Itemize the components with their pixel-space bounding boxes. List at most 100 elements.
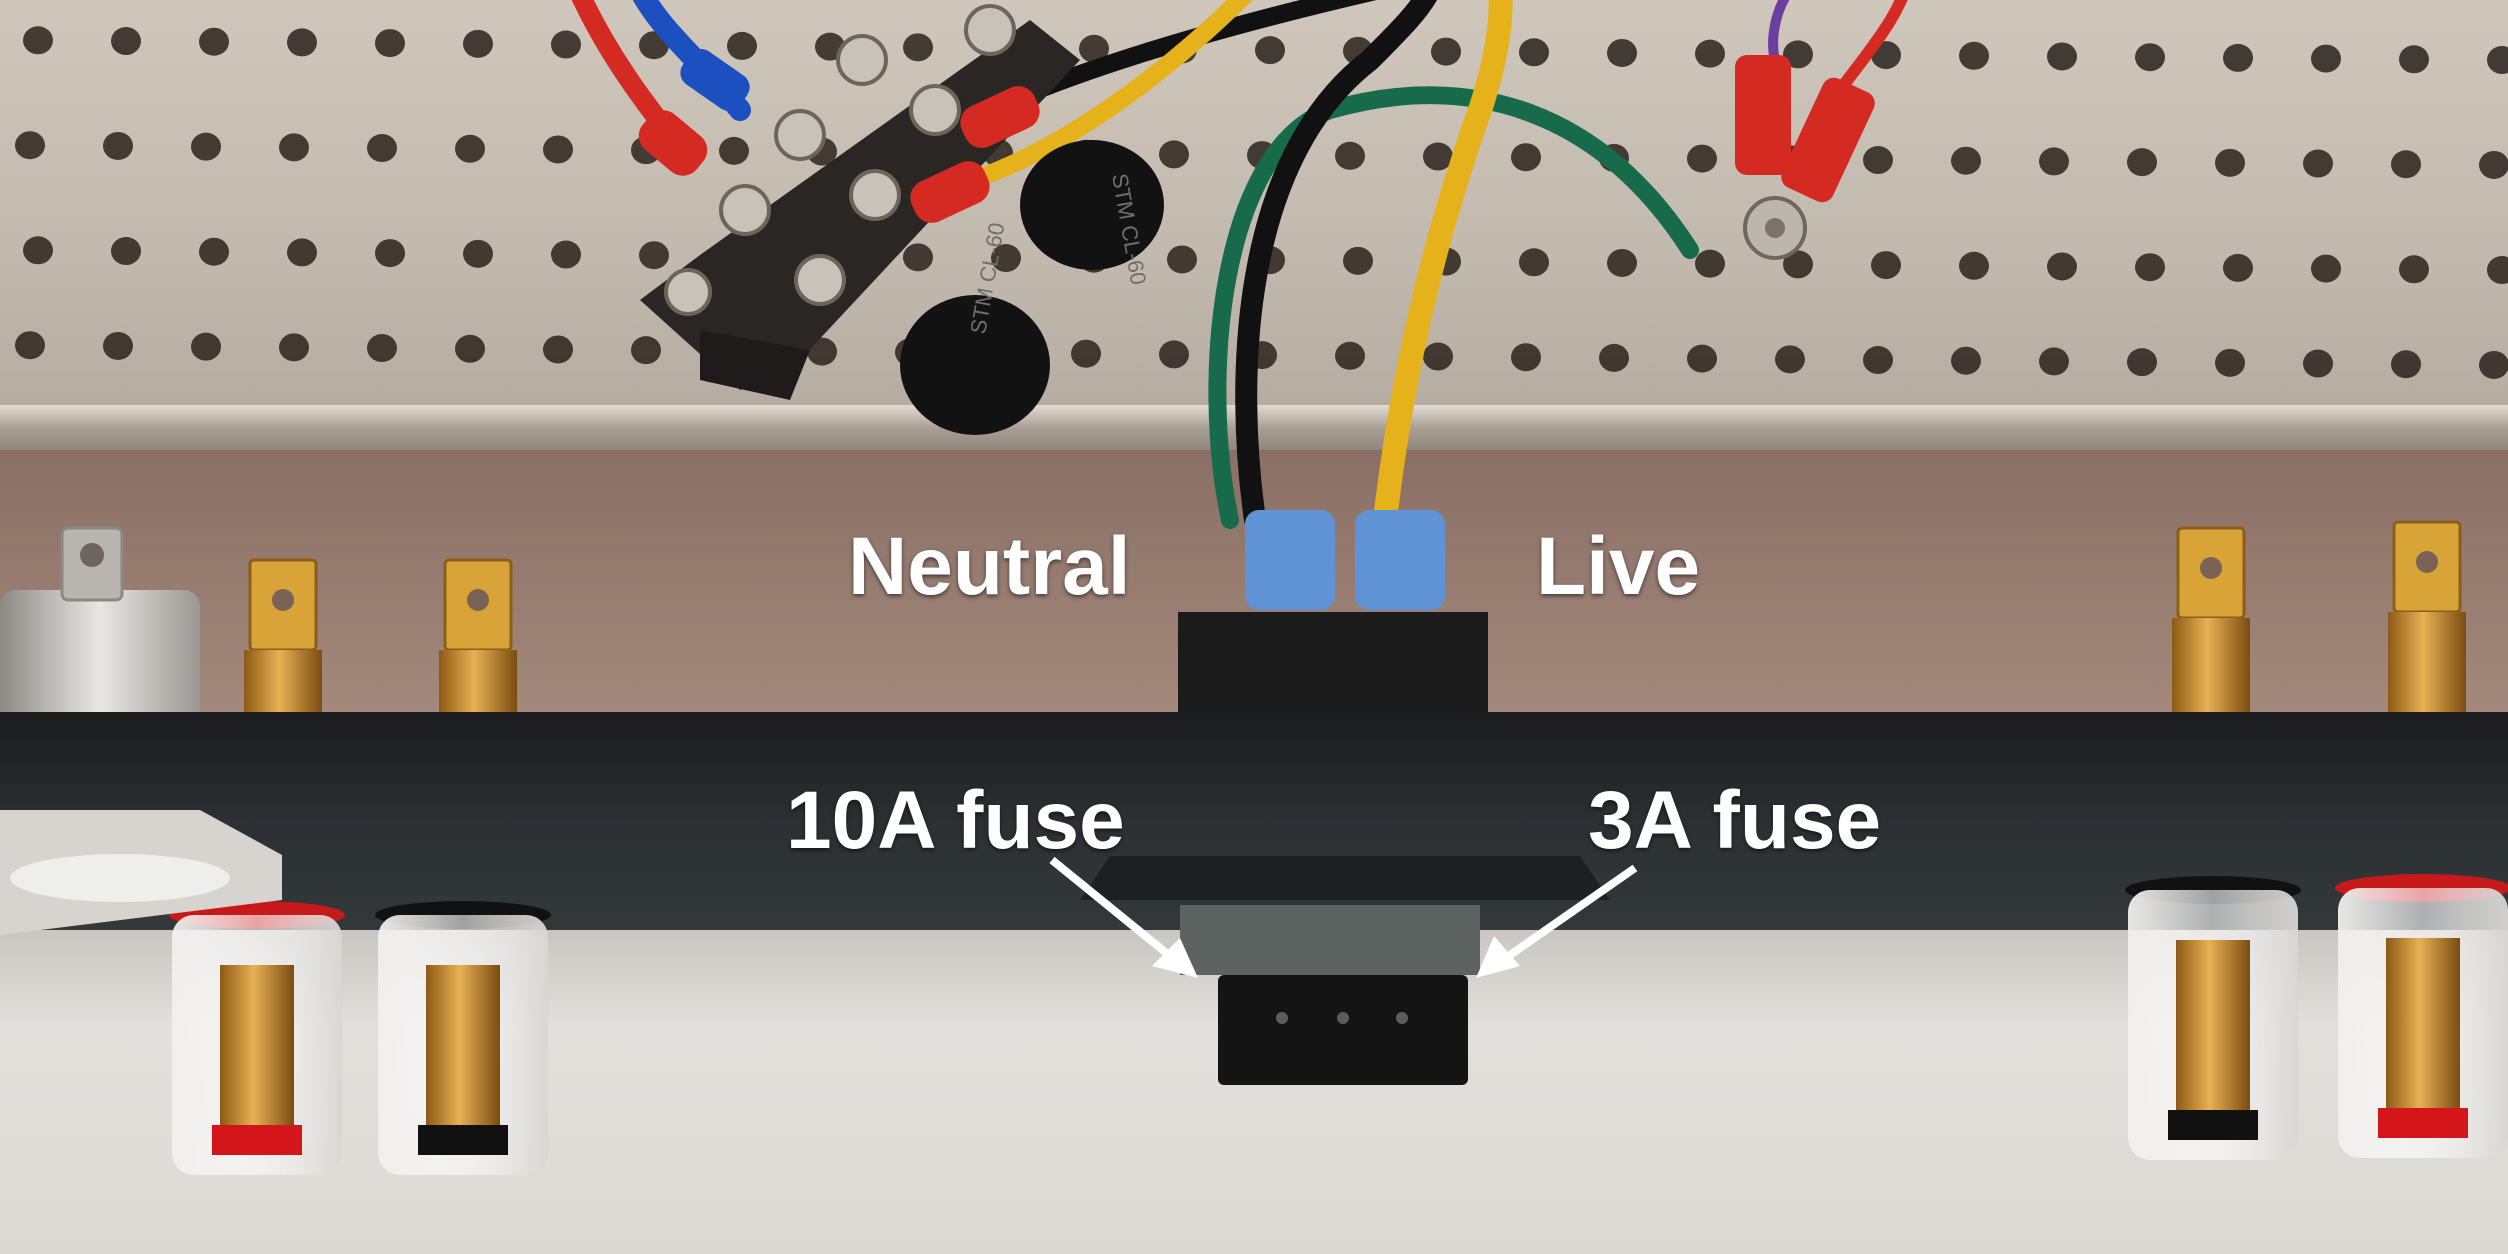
panel-hole [2479,350,2508,379]
panel-hole [2399,45,2429,74]
panel-hole [15,331,45,360]
panel-hole [2047,42,2077,71]
xlr-flange-left [0,810,282,935]
panel-hole [1783,250,1813,279]
panel-hole [1071,339,1101,368]
earth-lug [1735,55,1875,260]
panel-hole [1159,340,1189,369]
panel-hole [1335,341,1365,370]
panel-hole [543,335,573,364]
panel-hole [2311,44,2341,73]
panel-hole [1335,141,1365,170]
panel-hole [2039,147,2069,176]
panel-hole [903,243,933,272]
panel-hole [287,238,317,267]
panel-hole [103,131,133,160]
panel-hole [1951,346,1981,375]
panel-hole [1775,345,1805,374]
panel-hole [2047,252,2077,281]
panel-hole [463,239,493,268]
panel-hole [1687,144,1717,173]
fuse-holder [1080,856,1610,1085]
arrow-3a-fuse [1497,864,1638,966]
wiring [571,0,1908,532]
panel-hole [2303,349,2333,378]
panel-hole [2399,255,2429,284]
panel-hole [1863,346,1893,375]
panel-hole [103,331,133,360]
panel-hole [287,28,317,57]
panel-hole [1511,343,1541,372]
panel-hole [463,29,493,58]
panel-hole [2223,253,2253,282]
panel-hole [455,334,485,363]
iec-inlet [1178,510,1488,720]
panel-hole [2487,46,2508,75]
panel-hole [639,241,669,270]
panel-hole [367,334,397,363]
panel-hole [2223,43,2253,72]
panel-hole [191,332,221,361]
binding-posts-right [2125,874,2508,1160]
panel-hole [111,27,141,56]
panel-hole [631,336,661,365]
panel-hole [991,244,1021,273]
panel-hole [1687,344,1717,373]
panel-hole [23,26,53,55]
panel-hole [375,239,405,268]
binding-posts-left [169,901,551,1175]
panel-hole [551,30,581,59]
panel-hole [1871,251,1901,280]
panel-hole [2479,150,2508,179]
panel-hole [279,333,309,362]
panel-hole [23,236,53,265]
panel-hole [15,131,45,160]
terminal-strip [638,4,1080,400]
panel-hole [1431,37,1461,66]
panel-hole [903,33,933,62]
panel-hole [1607,248,1637,277]
panel-hole [1511,143,1541,172]
panel-hole [1959,41,1989,70]
panel-hole [2127,148,2157,177]
panel-hole [2391,350,2421,379]
panel-hole [455,134,485,163]
neutral-label: Neutral [848,521,1131,612]
panel-hole [1783,40,1813,69]
panel-hole [1959,251,1989,280]
panel-hole [2215,348,2245,377]
panel-hole [2135,253,2165,282]
arrow-head [1476,936,1520,978]
panel-hole [2135,43,2165,72]
panel-hole [1167,245,1197,274]
panel-hole [367,134,397,163]
arrow-10a-fuse [1049,856,1178,964]
panel-hole [1423,142,1453,171]
panel-hole [727,31,757,60]
arrow-head [1152,938,1198,978]
panel-hole [2391,150,2421,179]
thermistors: STM CL-60 STM CL-60 [900,140,1164,435]
panel-hole [1255,36,1285,65]
panel-hole [1695,39,1725,68]
panel-hole [1607,38,1637,67]
panel-hole [199,27,229,56]
panel-hole [1423,342,1453,371]
panel-hole [1863,146,1893,175]
panel-hole [719,136,749,165]
panel-hole [2303,149,2333,178]
live-label: Live [1536,521,1701,612]
panel-hole [2127,348,2157,377]
annotation-arrows [1049,856,1638,978]
panel-hole [199,237,229,266]
panel-hole [1159,140,1189,169]
panel-hole [807,337,837,366]
panel-hole [1519,38,1549,67]
panel-hole [1079,34,1109,63]
panel-hole [375,29,405,58]
panel-hole [2039,347,2069,376]
panel-hole [1951,146,1981,175]
panel-hole [551,240,581,269]
panel-hole [279,133,309,162]
